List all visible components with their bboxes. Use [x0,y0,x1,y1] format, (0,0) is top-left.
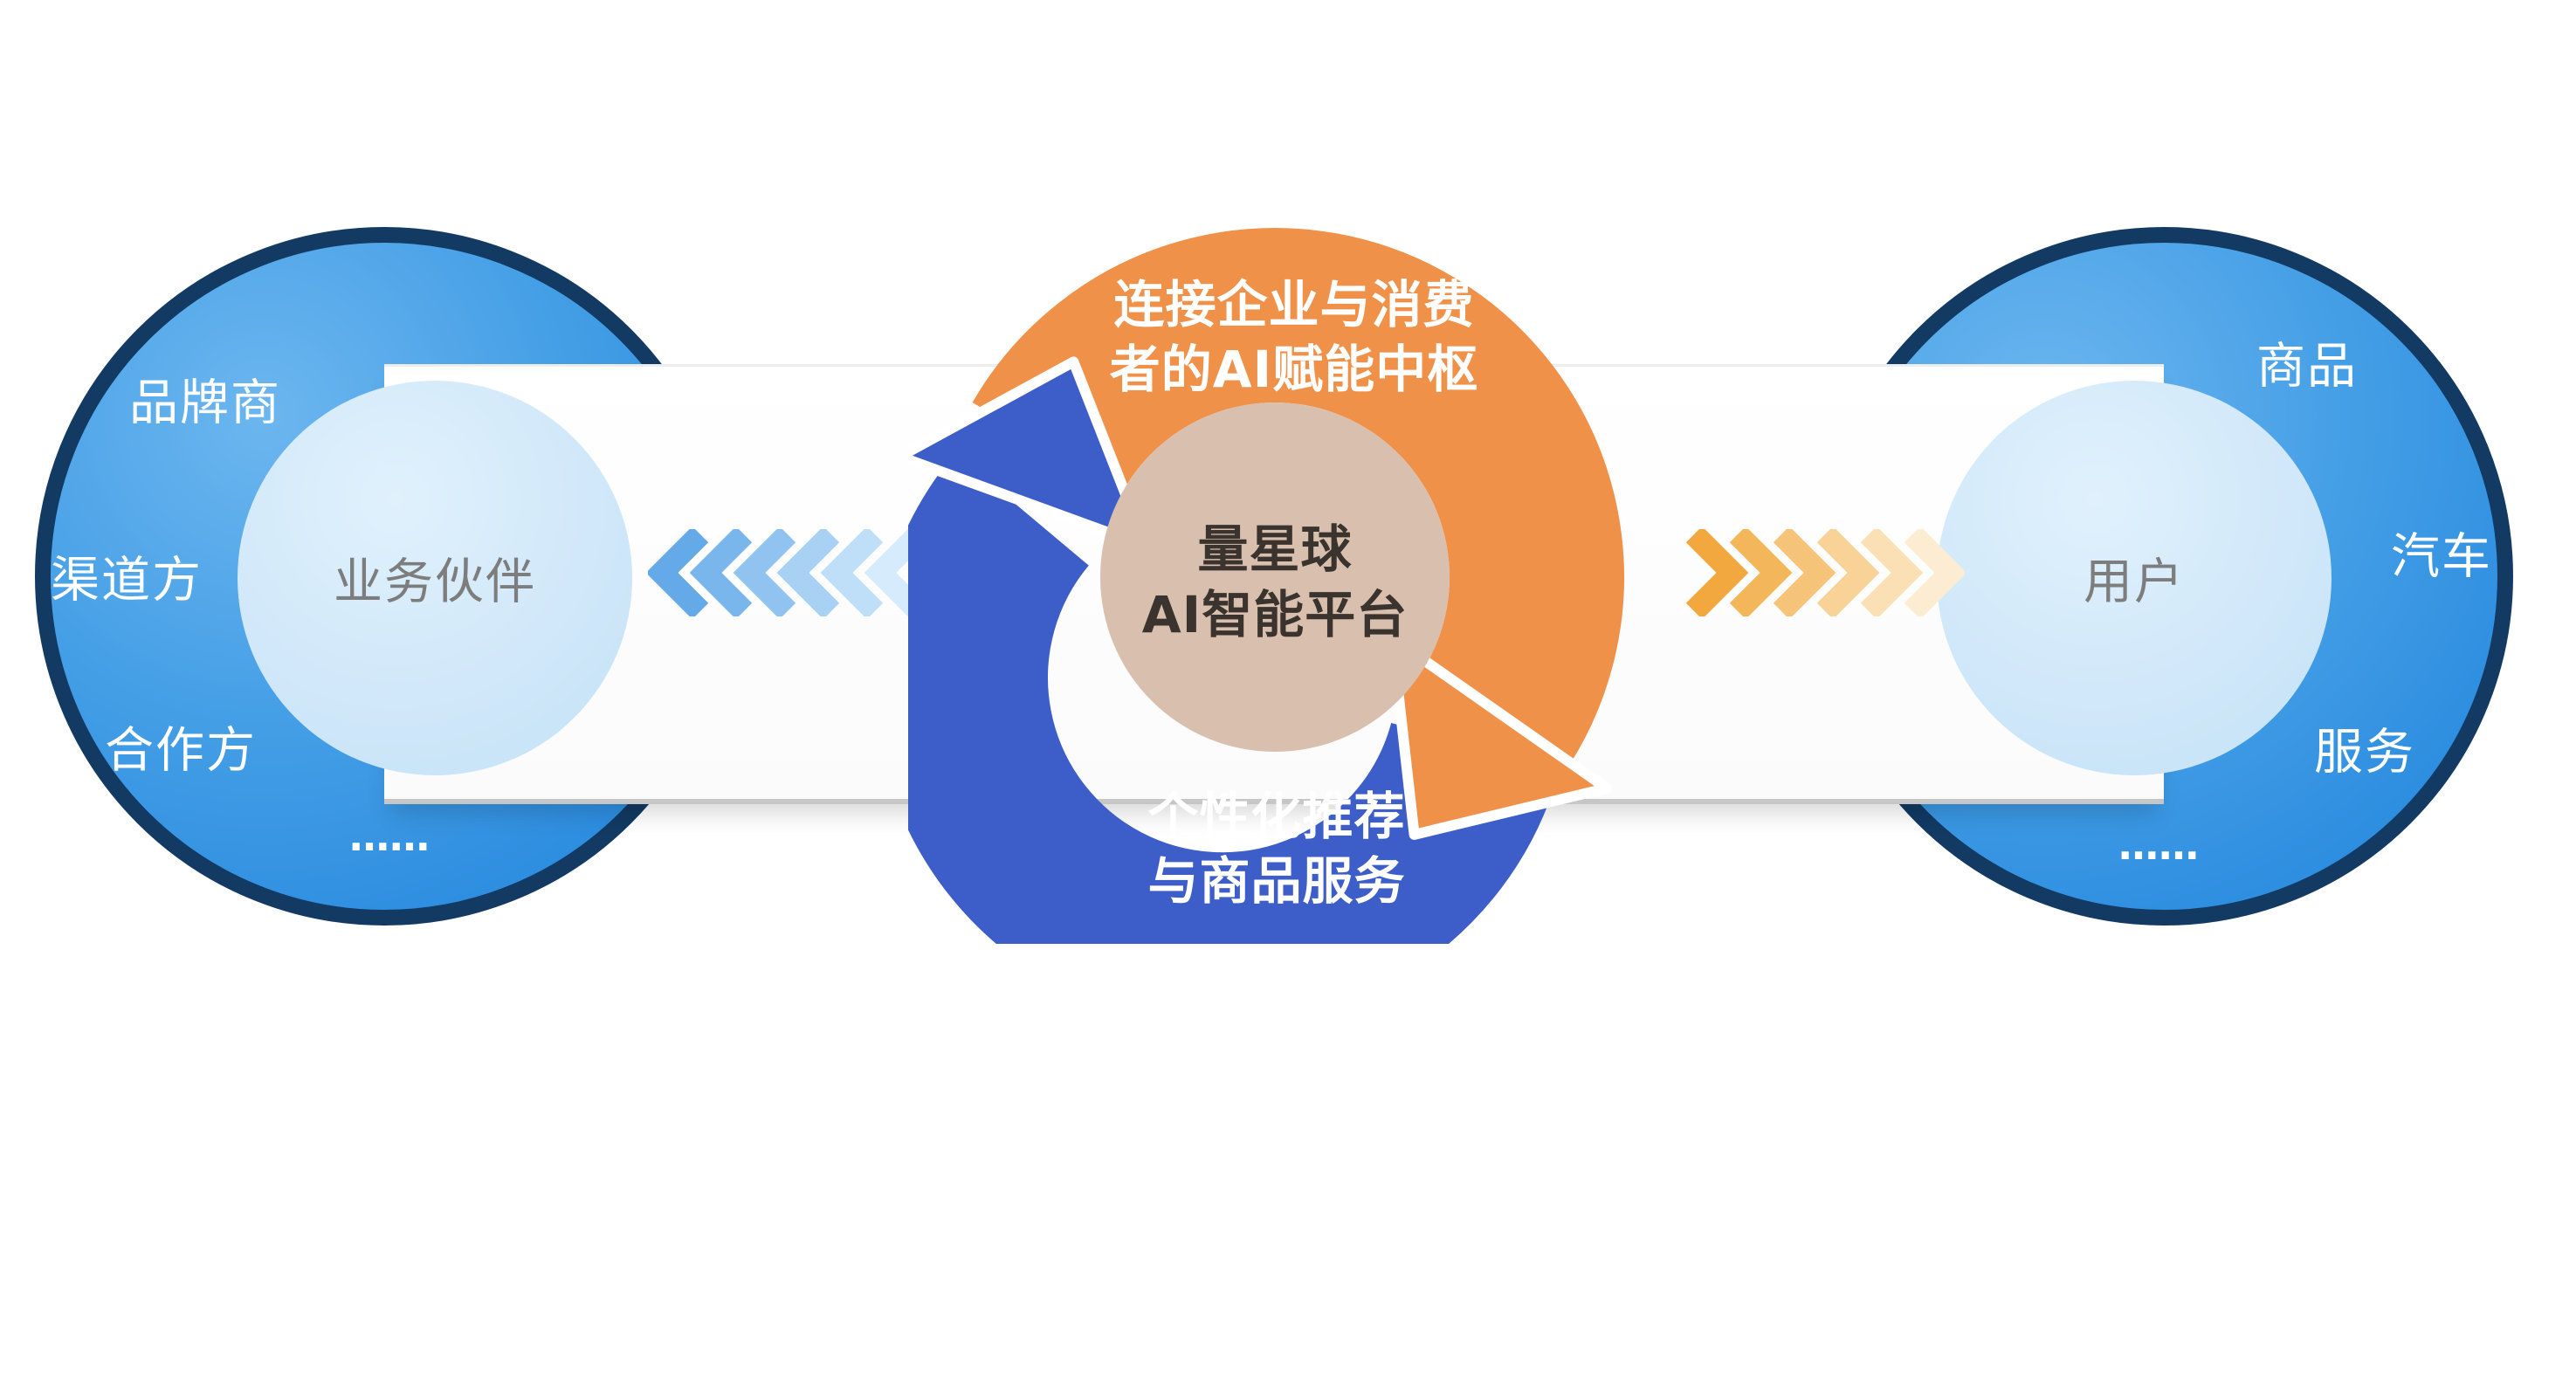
chevron-left-icon [689,529,753,616]
bottom-caption-line1: 个性化推荐 [1147,787,1406,846]
label-cars: 汽车 [2391,528,2492,586]
label-channel-parties: 渠道方 [51,552,203,609]
cycle-arc-blue-icon [908,453,1560,944]
label-brand-merchants: 品牌商 [129,375,281,432]
top-caption-line2: 者的AI赋能中枢 [1109,340,1479,400]
cycle-arrowhead-orange-icon [1387,632,1613,840]
flow-arrows-right-icon [1685,529,1965,616]
platform-core-title: 量星球 AI智能平台 [969,517,1581,649]
chevron-left-icon [776,529,840,616]
label-right-ellipsis: …… [2118,822,2199,869]
bottom-caption-line2: 与商品服务 [1147,851,1406,912]
label-business-partners: 业务伙伴 [334,554,536,611]
chevron-left-icon [820,529,884,616]
chevron-right-icon [1904,529,1965,616]
chevron-right-icon [1816,529,1880,616]
label-services: 服务 [2314,724,2415,781]
chevron-left-icon [864,529,927,616]
bottom-caption: 个性化推荐 与商品服务 [884,784,1670,913]
core-title-line1: 量星球 [1197,520,1353,579]
business-partners-circle [238,381,632,775]
cycle-arc-orange-icon [972,228,1624,778]
ai-platform-cycle-icon [908,228,1624,944]
chevron-right-icon [1773,529,1836,616]
chevron-left-icon [733,529,796,616]
label-users: 用户 [2084,554,2185,611]
flow-arrows-left-icon [648,529,927,616]
chevron-left-icon [648,529,709,616]
core-title-line2: AI智能平台 [1141,585,1409,645]
chevron-right-icon [1729,529,1793,616]
label-goods: 商品 [2256,338,2358,396]
chevron-right-icon [1860,529,1924,616]
top-caption-line1: 连接企业与消费 [1113,275,1475,334]
platform-core-circle [1100,403,1450,752]
cycle-arrowhead-blue-icon [908,356,1152,552]
users-circle [1937,381,2331,775]
top-caption: 连接企业与消费 者的AI赋能中枢 [901,272,1687,402]
label-partners: 合作方 [105,722,257,780]
label-left-ellipsis: …… [349,813,430,860]
chevron-right-icon [1685,529,1749,616]
